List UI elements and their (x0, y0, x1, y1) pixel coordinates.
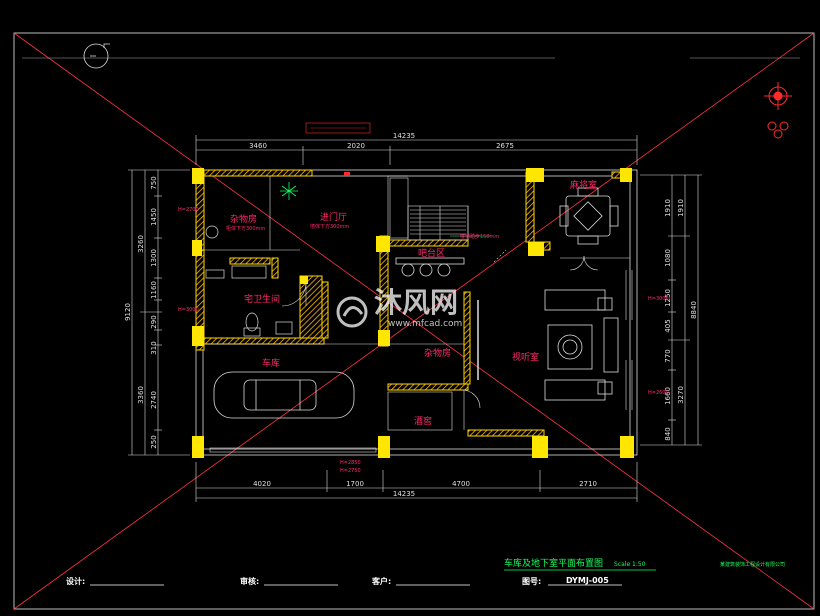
top-dimension (195, 135, 638, 165)
diagonal-line (13, 32, 815, 610)
room-label-misc: 杂物房 (424, 347, 451, 359)
dim-left-inner: 1450 (150, 208, 158, 226)
dim-left-inner: 290 (150, 315, 158, 328)
bottom-dimension (195, 462, 638, 502)
dim-left-inner: 1300 (150, 249, 158, 267)
elev-label: H=2750 (340, 468, 361, 474)
plant-icon (280, 182, 298, 200)
dim-top-seg: 2675 (496, 142, 514, 150)
dim-bottom-seg: 2710 (579, 480, 597, 488)
north-arrow-icon (764, 82, 792, 139)
right-dimension (640, 174, 702, 446)
room-label-storage: 杂物房 (230, 213, 257, 225)
note-box (305, 122, 371, 134)
left-dimension (128, 169, 190, 456)
dim-left-inner: 310 (150, 341, 158, 354)
elev-label: H=2700 (178, 207, 199, 213)
tb-label-drawing-no: 图号: (522, 577, 541, 586)
toilet-icon (205, 225, 293, 337)
dim-left-inner: 1160 (150, 281, 158, 299)
dim-right-total: 8840 (690, 301, 698, 319)
room-label-media: 视听室 (512, 351, 539, 363)
car-icon (213, 371, 355, 419)
dim-left-total: 9120 (124, 303, 132, 321)
dim-right-inner: 1080 (664, 249, 672, 267)
watermark-brand: 沐风网 (374, 286, 458, 319)
room-note: 柜体下方300mm (226, 225, 265, 232)
compass-icon (83, 43, 110, 69)
elev-label: H=2600 (648, 390, 669, 396)
tb-label-review: 审核: (240, 576, 259, 586)
drawing-scale: Scale 1:50 (614, 561, 646, 568)
room-label-garage: 车库 (262, 357, 280, 369)
drawing-frame (13, 32, 815, 610)
dim-top-total: 14235 (393, 132, 415, 140)
title-block: 设计: 审核: 客户: 图号: DYMJ-005 (66, 576, 622, 586)
dim-right-inner: 405 (664, 319, 672, 332)
dim-right-outer: 3270 (677, 386, 685, 404)
drawing-title: 车库及地下室平面布置图 (504, 557, 603, 569)
dim-left-inner: 250 (150, 435, 158, 448)
company-note: 某建筑装饰工程设计有限公司 (720, 561, 785, 568)
dim-top-seg: 2020 (347, 142, 365, 150)
elev-label: H=3000 (648, 296, 669, 302)
dim-bottom-seg: 4700 (452, 480, 470, 488)
dim-right-inner: 770 (664, 349, 672, 362)
garage-door (209, 447, 377, 453)
mahjong-table-icon (559, 187, 619, 245)
watermark-url: www.mfcad.com (388, 319, 462, 329)
room-label-bar: 吧台区 (418, 247, 445, 259)
dim-left-outer: 3260 (137, 235, 145, 253)
room-label-entry: 进门厅 (320, 211, 347, 223)
door-swings (281, 249, 599, 409)
room-label-wine: 酒窖 (414, 415, 432, 427)
room-note: 楼梯踏步150mm (460, 233, 499, 240)
dim-bottom-seg: 1700 (346, 480, 364, 488)
dim-right-outer: 1910 (677, 199, 685, 217)
partitions (204, 175, 630, 431)
sofa-icon (544, 289, 619, 401)
watermark-logo-icon (336, 296, 368, 328)
elev-label: H=2850 (340, 460, 361, 466)
dim-right-inner: 840 (664, 427, 672, 440)
dim-left-inner: 2740 (150, 391, 158, 409)
dim-bottom-seg: 4020 (253, 480, 271, 488)
dim-right-inner: 1910 (664, 199, 672, 217)
columns (192, 168, 634, 458)
room-note: 墙体下方300mm (310, 223, 349, 230)
window (625, 270, 633, 410)
red-marker (344, 172, 350, 176)
dim-top-seg: 3460 (249, 142, 267, 150)
dim-right-inner: 1250 (664, 289, 672, 307)
elev-label: H=3000 (178, 307, 199, 313)
staircase (410, 209, 466, 235)
tb-drawing-no: DYMJ-005 (566, 576, 609, 585)
dim-right-inner: 1660 (664, 387, 672, 405)
dim-left-inner: 750 (150, 176, 158, 189)
tb-label-design: 设计: (66, 576, 85, 586)
dim-left-outer: 3360 (137, 386, 145, 404)
dim-bottom-total: 14235 (393, 490, 415, 498)
tb-label-client: 客户: (371, 576, 391, 586)
bar-stools-icon (395, 257, 465, 277)
room-label-mahjong: 麻将室 (570, 179, 597, 191)
room-label-wc: 宅卫生间 (244, 293, 280, 305)
hatched-walls (195, 169, 631, 437)
